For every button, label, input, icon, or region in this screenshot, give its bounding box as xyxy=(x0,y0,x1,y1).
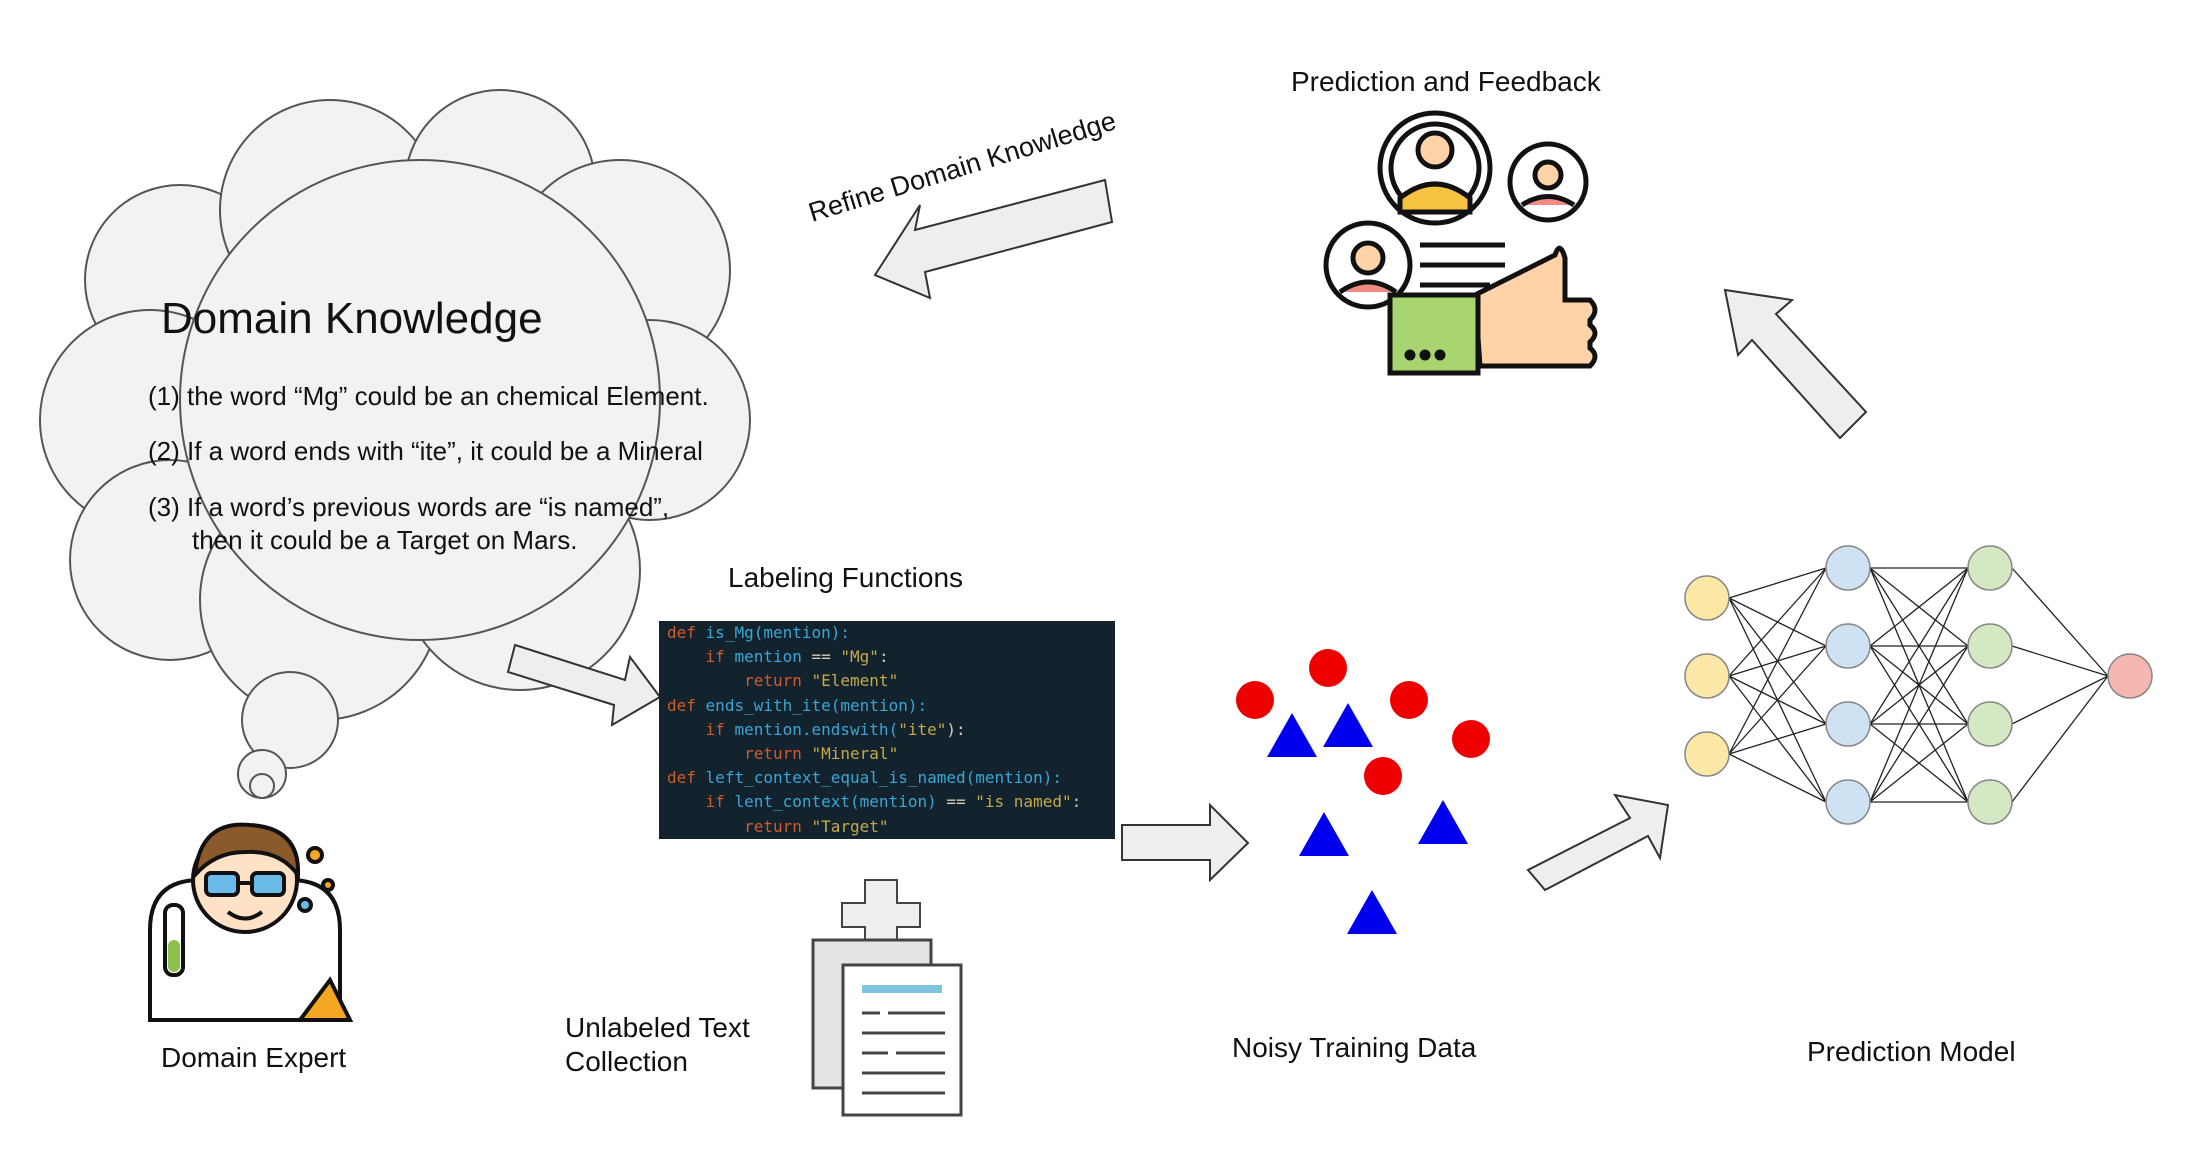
noisy-data-circles xyxy=(1236,649,1490,795)
nn-node xyxy=(1967,701,2013,747)
code-line-3: return "Element" xyxy=(744,671,899,691)
code-line-6: return "Mineral" xyxy=(744,743,899,763)
rule-3: (3) If a word’s previous words are “is n… xyxy=(148,492,670,522)
rule-3-cont: then it could be a Target on Mars. xyxy=(192,525,578,555)
nn-edge xyxy=(2011,675,2109,725)
arrow-to-noisy xyxy=(1121,802,1250,883)
code-line-2: if mention == "Mg": xyxy=(705,647,889,667)
scientist-icon xyxy=(148,822,354,1022)
thought-bubbles xyxy=(237,671,339,799)
nn-edge xyxy=(1869,567,1969,803)
nn-edge xyxy=(1728,753,1827,803)
arrow-refine xyxy=(873,178,1114,300)
unlabeled-label-1: Unlabeled Text xyxy=(565,1012,750,1043)
nn-edge xyxy=(2011,645,2109,677)
nn-edge xyxy=(1728,567,1827,599)
nn-edge xyxy=(1728,723,1827,755)
nn-edge xyxy=(1869,567,1969,725)
nn-edge xyxy=(1728,645,1827,755)
nn-node xyxy=(1967,779,2013,825)
code-line-5: if mention.endswith("ite"): xyxy=(705,719,966,739)
nn-node xyxy=(1825,623,1871,669)
nn-edge xyxy=(1869,723,1969,803)
nn-node xyxy=(1967,545,2013,591)
thought-cloud xyxy=(39,89,751,721)
noisy-data-triangles xyxy=(1267,703,1468,934)
arrow-to-labeling xyxy=(506,643,662,727)
code-line-1: def is_Mg(mention): xyxy=(667,623,851,642)
nn-node xyxy=(1684,653,1730,699)
feedback-label: Prediction and Feedback xyxy=(1291,66,1601,97)
unlabeled-label-2: Collection xyxy=(565,1046,688,1077)
nn-node xyxy=(1684,575,1730,621)
nn-edge xyxy=(1869,567,1969,647)
documents-icon xyxy=(811,938,963,1117)
prediction-model-label: Prediction Model xyxy=(1807,1036,2016,1067)
code-line-7: def left_context_equal_is_named(mention)… xyxy=(667,768,1062,788)
nn-node xyxy=(1967,623,2013,669)
nn-edge xyxy=(1728,567,1827,755)
nn-node xyxy=(1825,701,1871,747)
code-line-8: if lent_context(mention) == "is named": xyxy=(705,792,1082,812)
feedback-thumbs-up-icon xyxy=(1323,110,1598,376)
nn-edge xyxy=(1728,567,1827,677)
domain-expert-label: Domain Expert xyxy=(161,1042,347,1073)
arrow-to-feedback xyxy=(1723,288,1868,440)
arrow-to-model xyxy=(1526,793,1670,892)
rule-1: (1) the word “Mg” could be an chemical E… xyxy=(148,381,709,411)
nn-node xyxy=(1825,779,1871,825)
cloud-title: Domain Knowledge xyxy=(161,294,543,343)
nn-edge xyxy=(1869,645,1969,803)
nn-node xyxy=(2107,653,2153,699)
nn-node xyxy=(1684,731,1730,777)
labeling-functions-code: def is_Mg(mention): if mention == "Mg": … xyxy=(659,621,1115,839)
noisy-data-label: Noisy Training Data xyxy=(1232,1032,1477,1063)
labeling-functions-label: Labeling Functions xyxy=(728,562,964,593)
code-line-4: def ends_with_ite(mention): xyxy=(667,695,928,715)
neural-network-icon xyxy=(1684,545,2153,825)
nn-edge xyxy=(2011,567,2109,677)
code-line-9: return "Target" xyxy=(744,816,889,836)
nn-node xyxy=(1825,545,1871,591)
nn-edge xyxy=(2011,675,2109,803)
rule-2: (2) If a word ends with “ite”, it could … xyxy=(148,436,703,466)
